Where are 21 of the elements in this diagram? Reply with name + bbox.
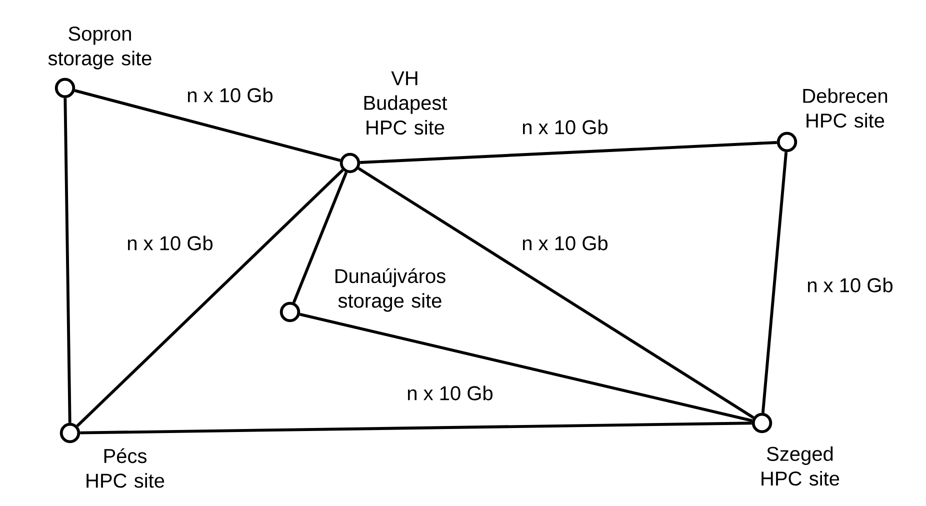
edge-label: n x 10 Gb [188, 88, 273, 102]
site-label: Debrecen HPC site [803, 88, 888, 128]
edge-label: n x 10 Gb [522, 120, 608, 134]
site-label: Pécs HPC site [86, 448, 164, 488]
link-line [761, 152, 788, 414]
link-line [358, 167, 754, 419]
edge-label: n x 10 Gb [808, 278, 892, 292]
site-label: Sopron storage site [48, 26, 152, 70]
link-line [76, 168, 344, 428]
site-label: Szeged HPC site [762, 446, 840, 486]
site-label: Dunaújváros storage site [336, 268, 446, 312]
site-label: VH Budapest HPC site [364, 71, 448, 135]
link-line [74, 89, 341, 162]
link-line [292, 172, 348, 304]
edge-label: n x 10 Gb [522, 236, 608, 250]
edge-label: n x 10 Gb [128, 236, 213, 250]
link-line [64, 98, 72, 423]
link-line [80, 422, 752, 434]
link-line [360, 141, 777, 164]
link-line [300, 312, 752, 422]
edge-label: n x 10 Gb [408, 386, 492, 400]
